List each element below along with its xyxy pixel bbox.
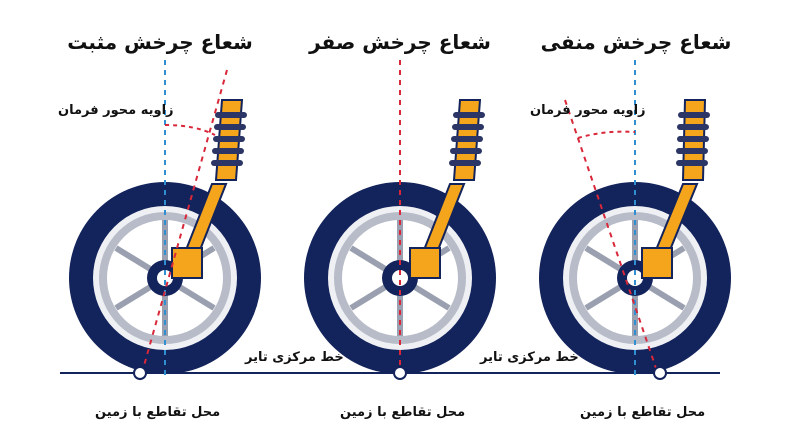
strut-negative — [641, 99, 710, 279]
steering-angle-arc-positive — [164, 124, 216, 136]
steering-axis-label-negative: زاویه محور فرمان — [530, 103, 646, 118]
contact-point-negative — [653, 366, 667, 380]
contact-label-zero: محل تقاطع با زمین — [340, 405, 466, 420]
contact-point-positive — [133, 366, 147, 380]
center-line-label-negative: خط مرکزی تایر — [480, 350, 579, 365]
panel-negative — [539, 60, 731, 381]
panel-title-zero: شعاع چرخش صفر — [309, 30, 491, 54]
steering-axis-label-positive: زاویه محور فرمان — [58, 103, 174, 118]
panel-positive — [69, 60, 261, 381]
panel-zero — [304, 60, 496, 380]
contact-label-negative: محل تقاطع با زمین — [580, 405, 706, 420]
contact-label-positive: محل تقاطع با زمین — [95, 405, 221, 420]
panel-title-positive: شعاع چرخش مثبت — [67, 30, 253, 54]
center-line-label-positive: خط مرکزی تایر — [245, 350, 344, 365]
steering-axis-positive — [139, 69, 228, 381]
contact-point-zero — [393, 366, 407, 380]
panel-title-negative: شعاع چرخش منفی — [540, 30, 732, 54]
strut-positive — [171, 99, 247, 279]
steering-angle-arc-negative — [577, 130, 636, 139]
strut-zero — [409, 99, 485, 279]
